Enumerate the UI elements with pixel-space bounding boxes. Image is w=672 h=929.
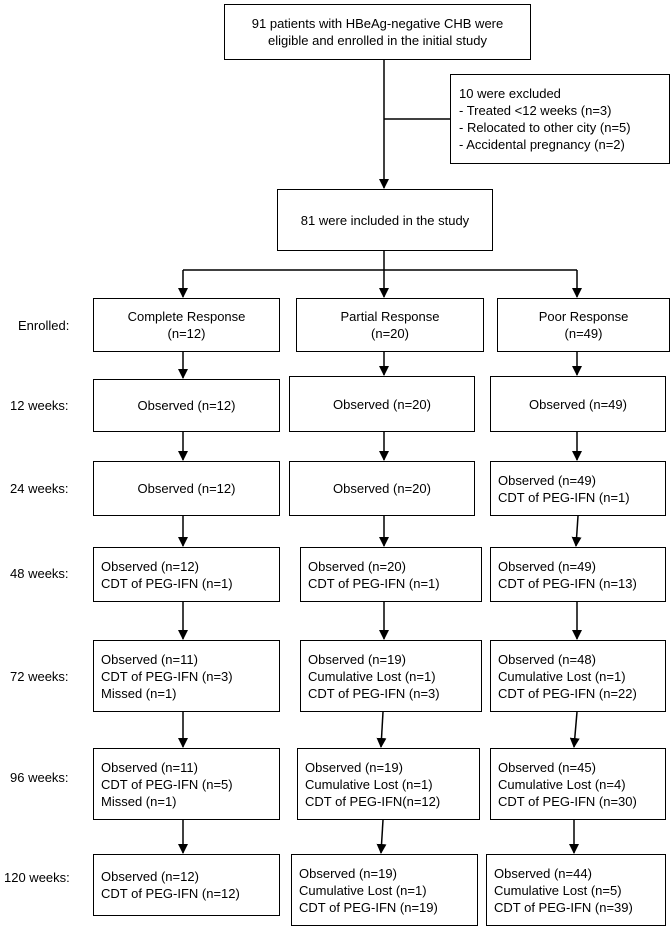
initial-enrollment-box: 91 patients with HBeAg-negative CHB were… [224, 4, 531, 60]
enrolled-count: (n=20) [371, 326, 409, 341]
box-line: Observed (n=20) [333, 396, 431, 412]
initial-enrollment-line-2: eligible and enrolled in the initial stu… [268, 33, 487, 48]
row-label-24-weeks: 24 weeks: [10, 481, 69, 496]
box-line: CDT of PEG-IFN (n=3) [101, 668, 233, 684]
box-line: Observed (n=12) [101, 558, 199, 574]
box-line: Missed (n=1) [101, 685, 177, 701]
box-line: Observed (n=12) [137, 398, 236, 413]
flow-arrow [571, 515, 582, 547]
partial-response-120-weeks-box: Observed (n=19) Cumulative Lost (n=1) CD… [291, 854, 478, 926]
box-line: Observed (n=20) [308, 558, 406, 574]
box-line: CDT of PEG-IFN (n=30) [498, 793, 637, 809]
enrolled-title: Poor Response [538, 309, 629, 324]
complete-response-12-weeks-box: Observed (n=12) [93, 379, 280, 432]
row-label-120-weeks: 120 weeks: [4, 870, 70, 885]
partial-response-48-weeks-box: Observed (n=20) CDT of PEG-IFN (n=1) [300, 547, 482, 602]
box-line: CDT of PEG-IFN (n=22) [498, 685, 637, 701]
box-line: Observed (n=11) [101, 759, 198, 775]
partial-response-12-weeks-box: Observed (n=20) [289, 376, 475, 432]
excluded-box: 10 were excluded - Treated <12 weeks (n=… [450, 74, 670, 164]
poor-response-120-weeks-box: Observed (n=44) Cumulative Lost (n=5) CD… [486, 854, 666, 926]
partial-response-72-weeks-box: Observed (n=19) Cumulative Lost (n=1) CD… [300, 640, 482, 712]
box-line: CDT of PEG-IFN (n=1) [308, 575, 440, 591]
box-line: Observed (n=49) [498, 558, 596, 574]
box-line: Observed (n=49) [498, 472, 596, 488]
box-line: Cumulative Lost (n=1) [299, 882, 427, 898]
box-line: Observed (n=19) [305, 759, 403, 775]
partial-response-enrolled-box: Partial Response (n=20) [296, 298, 484, 352]
complete-response-24-weeks-box: Observed (n=12) [93, 461, 280, 516]
enrolled-count: (n=12) [167, 326, 206, 341]
complete-response-72-weeks-box: Observed (n=11) CDT of PEG-IFN (n=3) Mis… [93, 640, 280, 712]
enrolled-title: Complete Response [127, 309, 246, 324]
row-label-48-weeks: 48 weeks: [10, 566, 69, 581]
excluded-line-1: 10 were excluded [459, 86, 561, 101]
enrolled-title: Partial Response [340, 309, 440, 324]
poor-response-12-weeks-box: Observed (n=49) [490, 376, 666, 432]
box-line: CDT of PEG-IFN (n=19) [299, 899, 438, 915]
box-line: Cumulative Lost (n=1) [308, 668, 436, 684]
excluded-line-2: - Treated <12 weeks (n=3) [459, 103, 612, 118]
box-line: Observed (n=45) [498, 759, 596, 775]
row-label-enrolled: Enrolled: [18, 318, 70, 333]
box-line: Observed (n=19) [299, 865, 397, 881]
flow-arrow [376, 819, 387, 854]
box-line: CDT of PEG-IFN (n=1) [101, 575, 233, 591]
row-label-12-weeks: 12 weeks: [10, 398, 69, 413]
box-line: Observed (n=19) [308, 651, 406, 667]
included-text: 81 were included in the study [300, 212, 470, 228]
complete-response-96-weeks-box: Observed (n=11) CDT of PEG-IFN (n=5) Mis… [93, 748, 280, 820]
box-line: Observed (n=12) [137, 481, 236, 496]
box-line: CDT of PEG-IFN (n=39) [494, 899, 633, 915]
excluded-line-3: - Relocated to other city (n=5) [459, 120, 631, 135]
box-line: Missed (n=1) [101, 793, 177, 809]
complete-response-enrolled-box: Complete Response (n=12) [93, 298, 280, 352]
excluded-line-4: - Accidental pregnancy (n=2) [459, 137, 625, 152]
box-line: CDT of PEG-IFN(n=12) [305, 793, 441, 809]
box-line: CDT of PEG-IFN (n=5) [101, 776, 233, 792]
poor-response-96-weeks-box: Observed (n=45) Cumulative Lost (n=4) CD… [490, 748, 666, 820]
box-line: CDT of PEG-IFN (n=1) [498, 489, 630, 505]
partial-response-96-weeks-box: Observed (n=19) Cumulative Lost (n=1) CD… [297, 748, 480, 820]
row-label-72-weeks: 72 weeks: [10, 669, 69, 684]
box-line: Observed (n=12) [101, 869, 199, 884]
box-line: Observed (n=44) [494, 865, 592, 881]
poor-response-72-weeks-box: Observed (n=48) Cumulative Lost (n=1) CD… [490, 640, 666, 712]
box-line: Cumulative Lost (n=4) [498, 776, 626, 792]
row-label-96-weeks: 96 weeks: [10, 770, 69, 785]
poor-response-enrolled-box: Poor Response (n=49) [497, 298, 670, 352]
box-line: Observed (n=20) [333, 481, 431, 496]
box-line: Cumulative Lost (n=1) [498, 668, 626, 684]
box-line: Observed (n=48) [498, 651, 596, 667]
poor-response-24-weeks-box: Observed (n=49) CDT of PEG-IFN (n=1) [490, 461, 666, 516]
box-line: Cumulative Lost (n=1) [305, 776, 433, 792]
box-line: Observed (n=11) [101, 651, 198, 667]
box-line: CDT of PEG-IFN (n=13) [498, 575, 637, 591]
poor-response-48-weeks-box: Observed (n=49) CDT of PEG-IFN (n=13) [490, 547, 666, 602]
box-line: Observed (n=49) [529, 396, 627, 412]
flow-arrow [569, 711, 580, 748]
enrolled-count: (n=49) [564, 326, 603, 341]
box-line: Cumulative Lost (n=5) [494, 882, 622, 898]
complete-response-48-weeks-box: Observed (n=12) CDT of PEG-IFN (n=1) [93, 547, 280, 602]
partial-response-24-weeks-box: Observed (n=20) [289, 461, 475, 516]
included-box: 81 were included in the study [277, 189, 493, 251]
box-line: CDT of PEG-IFN (n=3) [308, 685, 440, 701]
complete-response-120-weeks-box: Observed (n=12) CDT of PEG-IFN (n=12) [93, 854, 280, 916]
initial-enrollment-line-1: 91 patients with HBeAg-negative CHB were [251, 16, 504, 31]
box-line: CDT of PEG-IFN (n=12) [101, 886, 240, 901]
flow-arrow [376, 711, 387, 748]
